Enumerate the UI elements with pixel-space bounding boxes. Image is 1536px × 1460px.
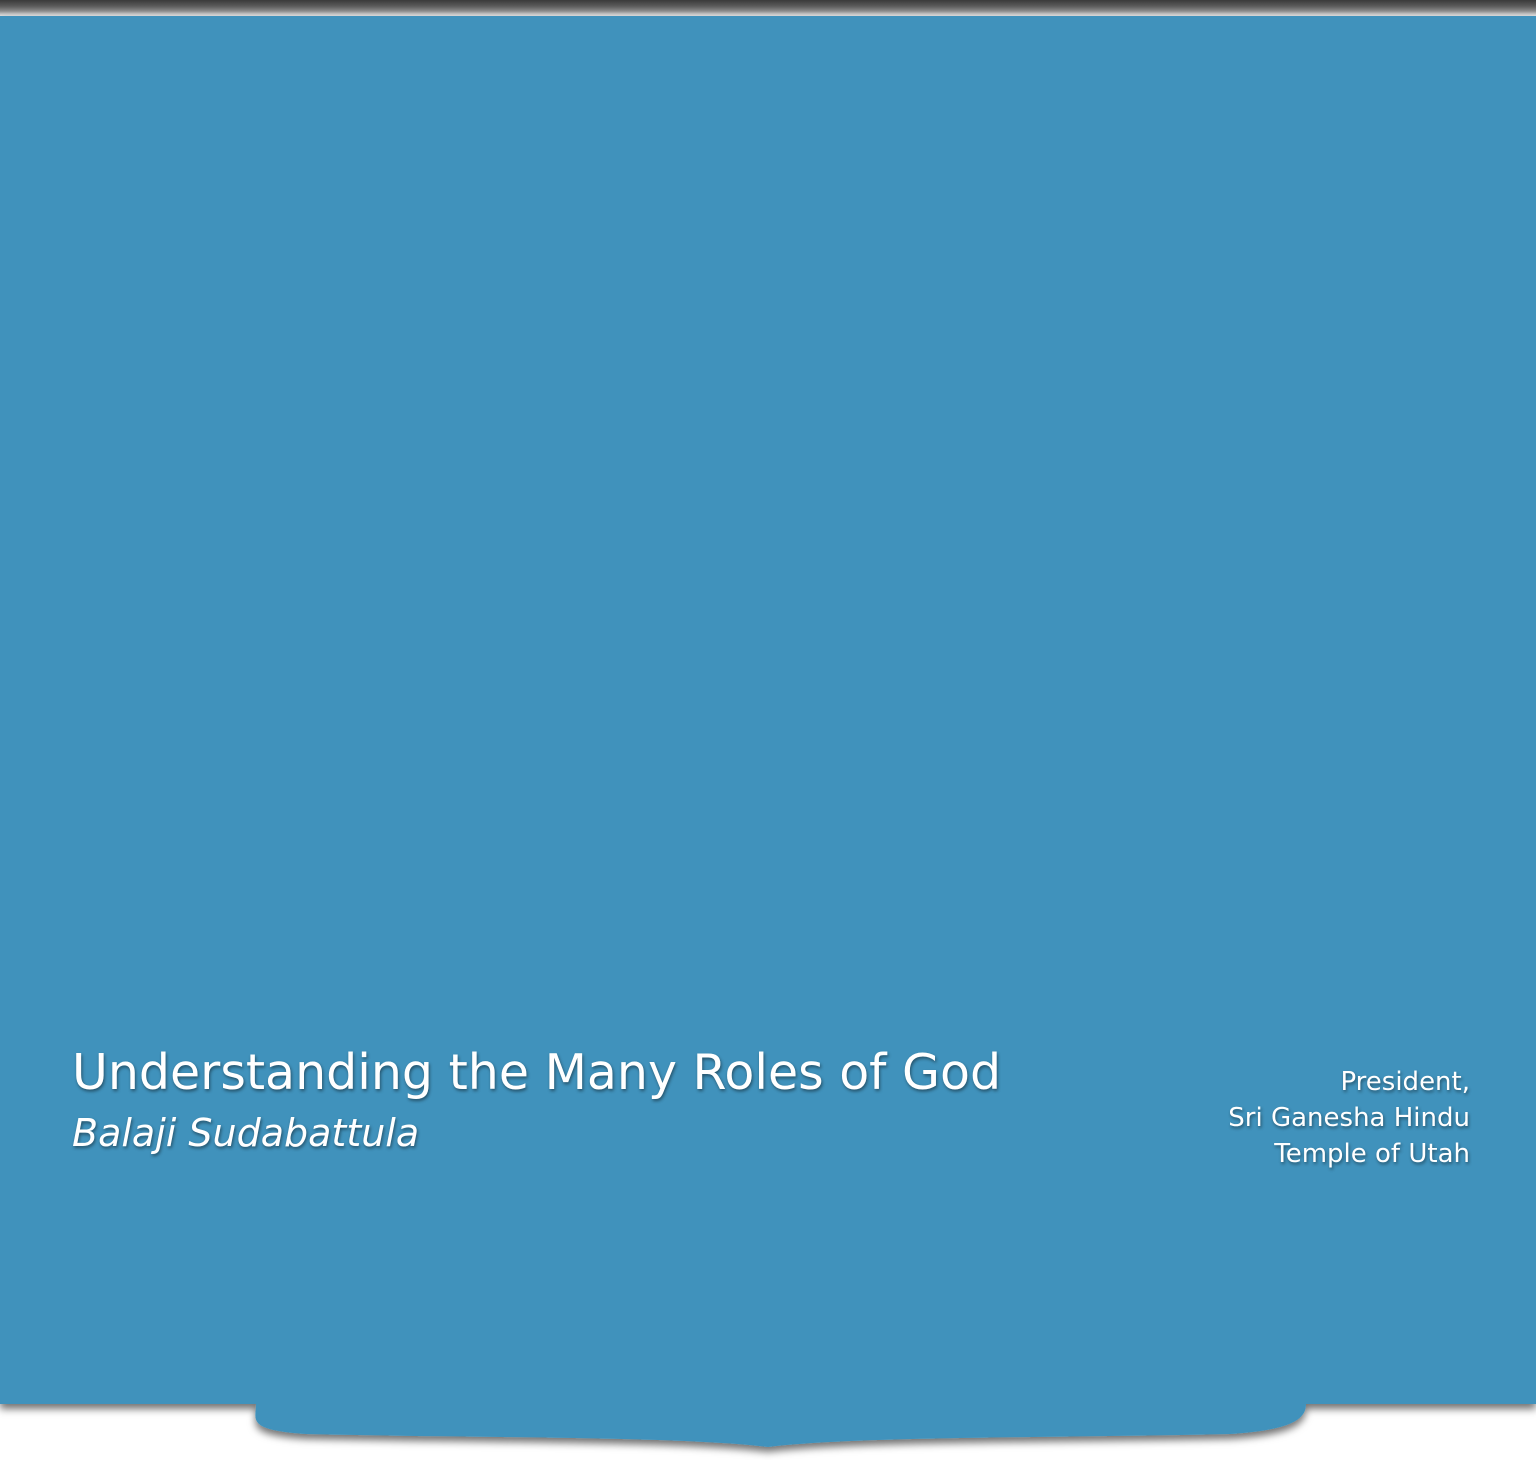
affiliation-line-3: Temple of Utah	[1274, 1139, 1470, 1169]
hero-panel-fill	[0, 16, 1536, 1447]
title-block: Understanding the Many Roles of God Bala…	[72, 1040, 1072, 1160]
presenter-affiliation: President, Sri Ganesha Hindu Temple of U…	[1150, 1064, 1470, 1172]
presentation-title: Understanding the Many Roles of God	[72, 1044, 1002, 1101]
presenter-name: Balaji Sudabattula	[72, 1111, 420, 1155]
affiliation-line-2: Sri Ganesha Hindu	[1228, 1103, 1470, 1133]
top-edge-shadow	[0, 0, 1536, 20]
affiliation-line-1: President,	[1340, 1067, 1470, 1097]
